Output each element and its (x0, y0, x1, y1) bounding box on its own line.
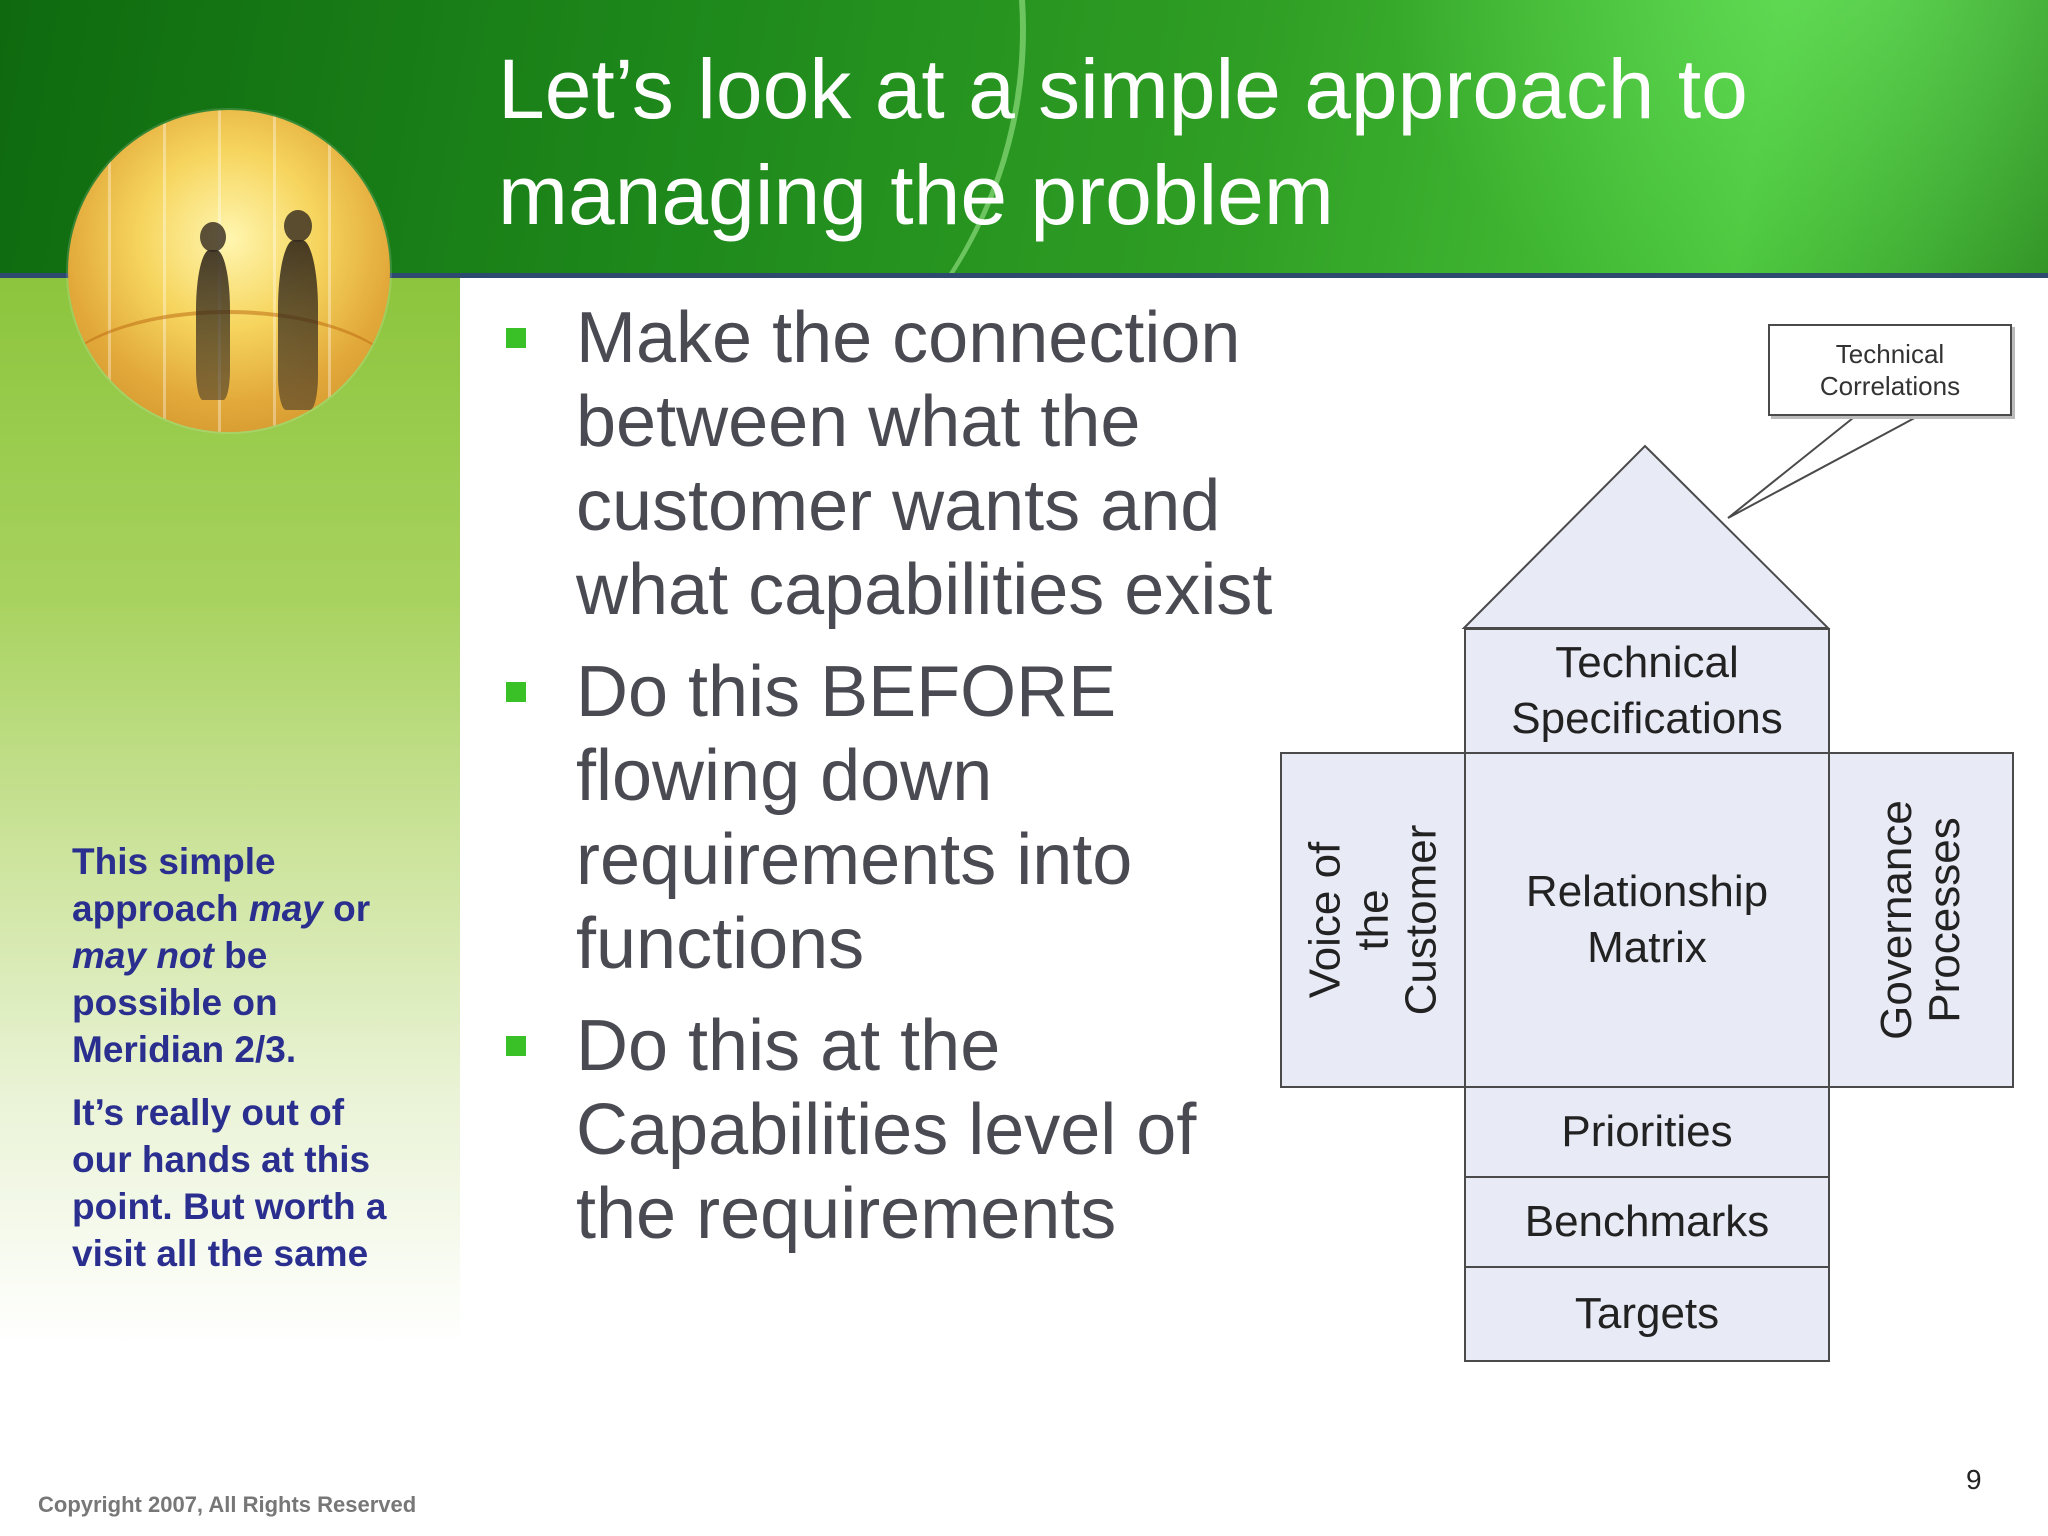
header-divider (0, 273, 2048, 278)
bullet-text: Make the connection between what the cus… (576, 298, 1273, 630)
bullet-text: Do this at the Capabilities level of the… (576, 1006, 1197, 1254)
benchmarks-cell: Benchmarks (1464, 1176, 1830, 1268)
bullet-item: Do this at the Capabilities level of the… (500, 1004, 1300, 1256)
bullet-square-icon (506, 328, 526, 348)
bullet-item: Do this BEFORE flowing down requirements… (500, 650, 1300, 986)
slide-title: Let’s look at a simple approach to manag… (498, 42, 1748, 242)
targets-cell: Targets (1464, 1266, 1830, 1362)
voice-of-customer-label: Voice of the Customer (1300, 824, 1445, 1016)
side-note: This simple approach may or may not be p… (72, 838, 412, 1293)
roof-triangle (1461, 444, 1831, 629)
callout-pointer (1727, 413, 1923, 519)
left-sidebar (0, 278, 460, 1536)
header-glow (1300, 0, 2048, 276)
technical-correlations-callout: Technical Correlations (1768, 324, 2012, 416)
copyright-notice: Copyright 2007, All Rights Reserved (38, 1492, 417, 1517)
bullet-list: Make the connection between what the cus… (500, 296, 1300, 1274)
technical-specifications-cell: Technical Specifications (1464, 628, 1830, 754)
priorities-cell: Priorities (1464, 1086, 1830, 1178)
bullet-item: Make the connection between what the cus… (500, 296, 1300, 632)
page-number: 9 (1966, 1464, 1982, 1495)
office-photo (68, 110, 390, 432)
side-note-paragraph-2: It’s really out of our hands at this poi… (72, 1092, 387, 1274)
bullet-square-icon (506, 682, 526, 702)
bullet-text: Do this BEFORE flowing down requirements… (576, 652, 1133, 984)
bullet-square-icon (506, 1036, 526, 1056)
voice-of-customer-cell: Voice of the Customer (1280, 752, 1466, 1088)
side-note-paragraph-1: This simple approach may or may not be p… (72, 841, 371, 1070)
relationship-matrix-cell: Relationship Matrix (1464, 752, 1830, 1088)
governance-processes-cell: Governance Processes (1828, 752, 2014, 1088)
governance-processes-label: Governance Processes (1872, 800, 1970, 1040)
